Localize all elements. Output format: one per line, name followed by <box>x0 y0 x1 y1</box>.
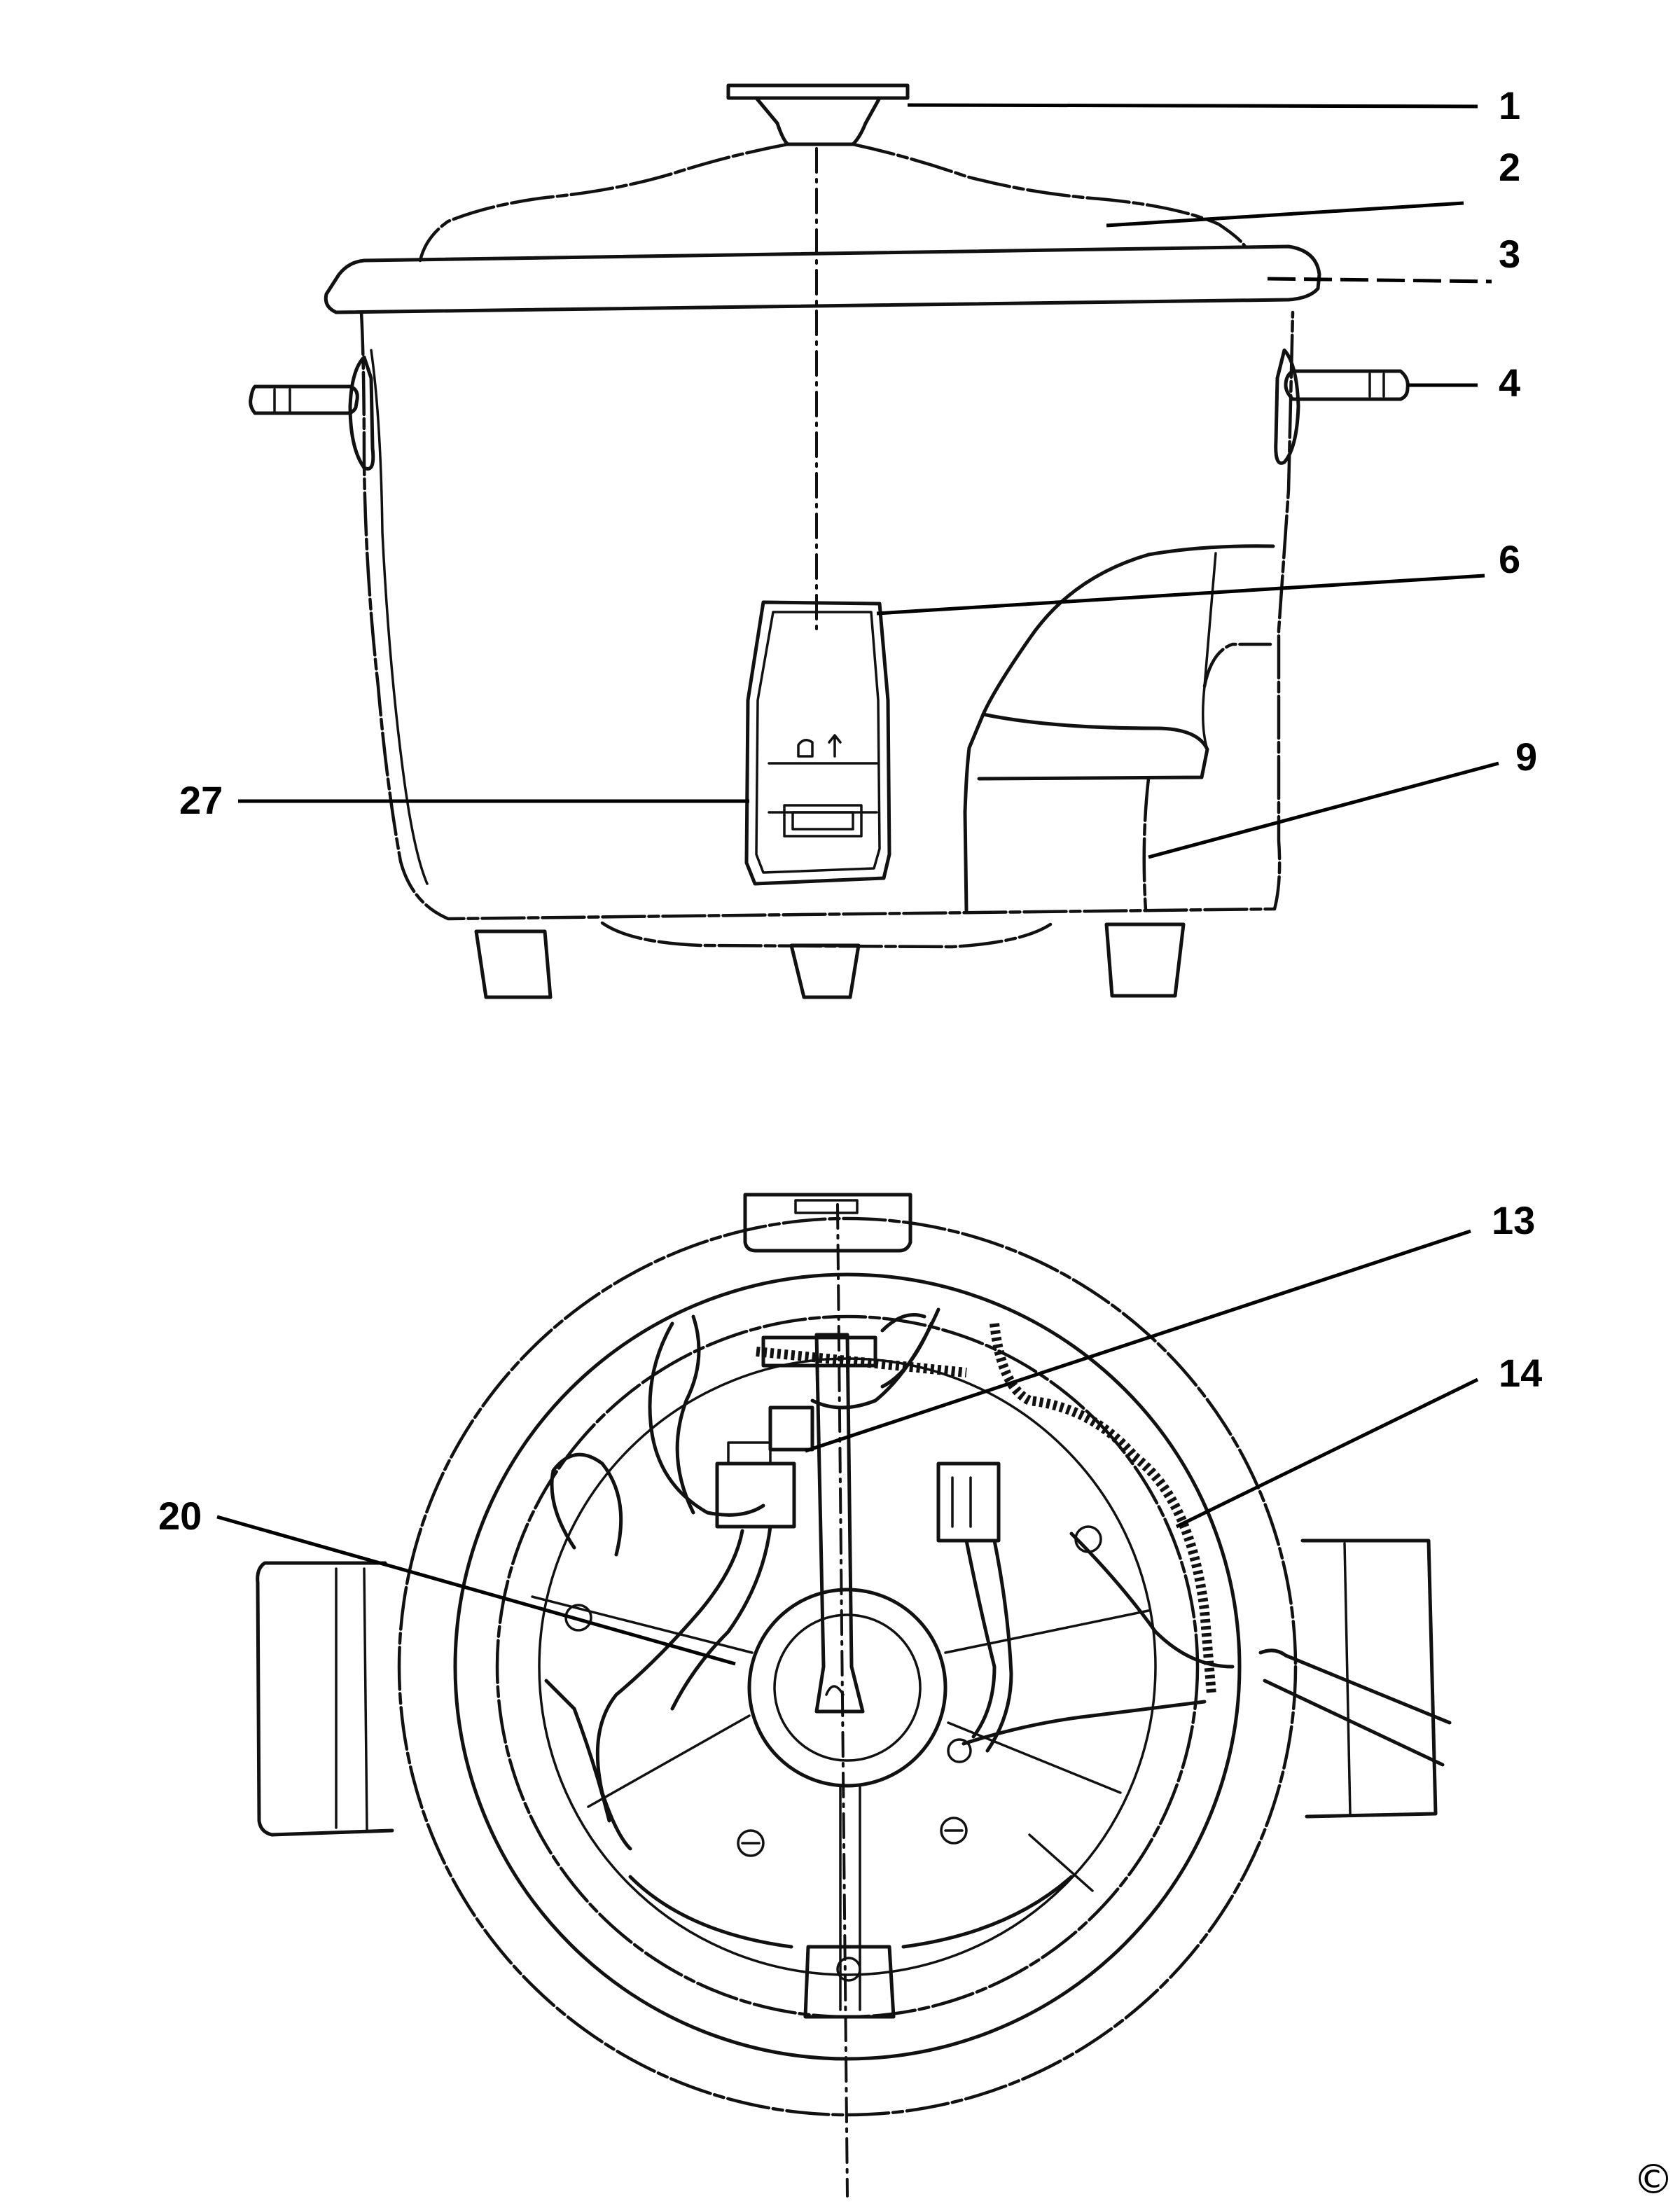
callout-6: 6 <box>876 537 1520 616</box>
callout-27: 27 <box>179 778 749 822</box>
thermostat-block <box>936 1461 1001 1543</box>
callout-label-27: 27 <box>179 778 223 822</box>
power-cord <box>1258 1648 1452 1767</box>
center-axis-bottom <box>836 1203 849 2197</box>
terminal-screws <box>564 1525 1102 1857</box>
lid-rim <box>324 244 1321 314</box>
side-view <box>249 83 1410 999</box>
callout-13: 13 <box>805 1198 1535 1453</box>
callout-label-2: 2 <box>1499 145 1520 189</box>
left-handle-bottom <box>256 1561 394 1837</box>
callout-20: 20 <box>158 1494 736 1666</box>
lid-knob <box>726 83 910 146</box>
bottom-tab <box>803 1945 896 2019</box>
callout-label-3: 3 <box>1499 232 1520 276</box>
base-feet <box>474 921 1186 999</box>
callout-9: 9 <box>1148 735 1537 859</box>
side-control-housing <box>963 544 1275 912</box>
heating-element-wire <box>990 1323 1216 1695</box>
central-hub <box>747 1588 947 1788</box>
callout-label-4: 4 <box>1499 361 1520 405</box>
bottom-inner-arc-right <box>901 1875 1074 1949</box>
body-right-bulge <box>1274 348 1300 465</box>
callout-label-1: 1 <box>1499 83 1520 127</box>
switch-housing <box>744 600 891 886</box>
switch-block <box>715 1441 796 1529</box>
hub-stem <box>814 1333 865 1714</box>
connector-block <box>761 1335 877 1452</box>
callout-2: 2 <box>1106 145 1520 228</box>
body-left-bulge <box>348 355 375 471</box>
callout-label-9: 9 <box>1515 735 1537 779</box>
copyright-mark: © <box>1633 2155 1674 2203</box>
callout-3: 3 <box>1267 232 1520 284</box>
lid-dome <box>418 142 1247 263</box>
callout-label-14: 14 <box>1499 1351 1542 1395</box>
side-handle-left <box>249 384 359 415</box>
right-handle-bottom <box>1300 1539 1438 1819</box>
callout-label-13: 13 <box>1492 1198 1535 1242</box>
callout-14: 14 <box>1175 1351 1542 1529</box>
bottom-inner-arc-left <box>628 1875 793 1949</box>
callout-4: 4 <box>1408 361 1520 405</box>
body-left-contour <box>370 349 429 885</box>
callout-label-6: 6 <box>1499 537 1520 581</box>
central-hub-inner <box>773 1613 922 1762</box>
bottom-view <box>256 1193 1452 2197</box>
cooker-body <box>359 310 1295 921</box>
wiring-harness <box>544 1307 1235 1851</box>
side-handle-right <box>1284 369 1410 401</box>
top-tab <box>743 1193 912 1253</box>
callout-1: 1 <box>907 83 1520 127</box>
callout-label-20: 20 <box>158 1494 202 1538</box>
